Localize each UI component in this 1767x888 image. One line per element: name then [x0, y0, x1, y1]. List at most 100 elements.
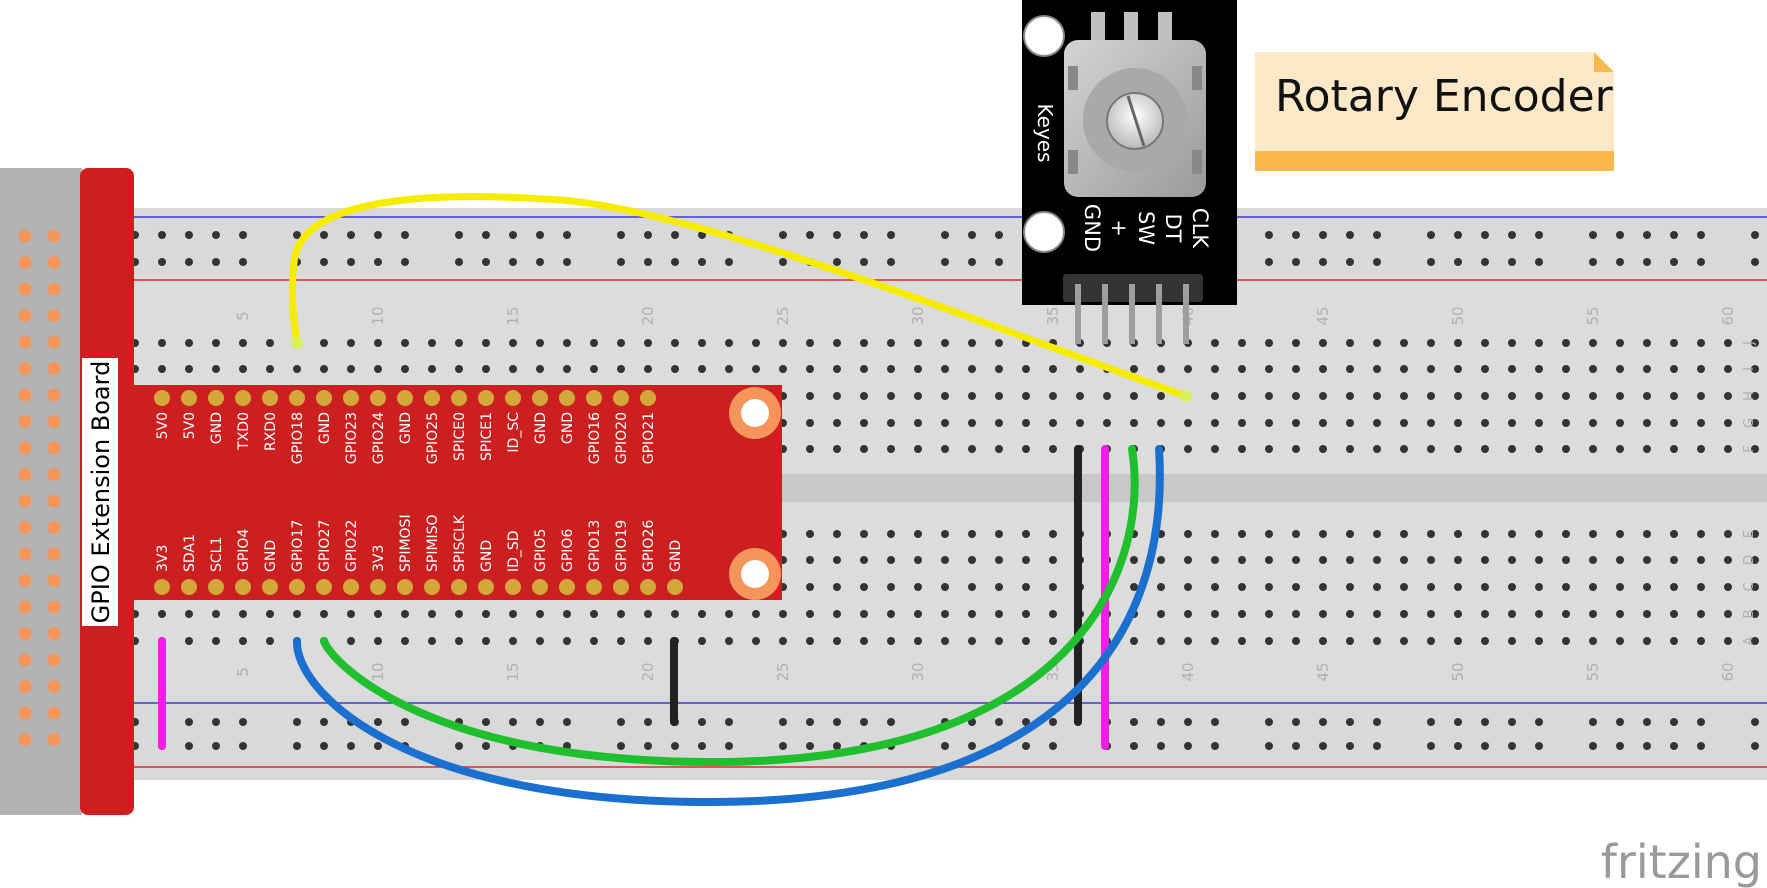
breadboard-hole [1346, 610, 1354, 618]
rail-hole [509, 718, 517, 726]
pin-label: GND [398, 412, 414, 444]
header-pin [18, 733, 32, 746]
breadboard-hole [1535, 530, 1543, 538]
breadboard-hole [1022, 556, 1030, 564]
header-pin [47, 547, 61, 561]
breadboard-hole [1589, 365, 1597, 373]
breadboard-hole [428, 637, 436, 645]
rail-hole [887, 718, 895, 726]
breadboard-hole [1616, 637, 1624, 645]
breadboard-hole [1751, 339, 1759, 347]
rail-hole [1643, 231, 1651, 239]
rail-hole [806, 231, 814, 239]
rail-hole [644, 258, 652, 266]
dt-wire[interactable] [292, 445, 1164, 807]
breadboard-hole [1481, 339, 1489, 347]
breadboard-hole [1130, 419, 1138, 427]
breadboard-hole [1049, 365, 1057, 373]
breadboard-hole [1643, 365, 1651, 373]
breadboard-hole [1724, 610, 1732, 618]
rail-hole [212, 258, 220, 266]
breadboard-hole [1670, 365, 1678, 373]
clk-wire[interactable] [289, 193, 1190, 400]
cobbler-pin [478, 579, 494, 595]
rail-hole [455, 742, 463, 750]
rail-hole [374, 258, 382, 266]
pin-label: SPIMISO [425, 514, 441, 572]
breadboard-hole [1697, 339, 1705, 347]
cobbler-pin [262, 390, 278, 406]
breadboard-hole [563, 365, 571, 373]
breadboard-hole [1346, 392, 1354, 400]
rail-hole [887, 231, 895, 239]
breadboard-hole [1292, 365, 1300, 373]
fritzing-watermark: fritzing [1601, 835, 1762, 888]
breadboard-hole [1562, 556, 1570, 564]
breadboard-hole [1697, 610, 1705, 618]
module-pin [1102, 284, 1108, 344]
breadboard-hole [725, 610, 733, 618]
breadboard-hole [536, 365, 544, 373]
rail-hole [320, 718, 328, 726]
cobbler-pin [316, 390, 332, 406]
breadboard-hole [1589, 610, 1597, 618]
module-pin-label: SW [1134, 211, 1158, 245]
header-pin [47, 600, 61, 614]
rail-hole [1049, 742, 1057, 750]
rail-hole [1508, 718, 1516, 726]
cobbler-pin [370, 390, 386, 406]
breadboard-hole [1292, 445, 1300, 453]
header-pin [47, 468, 61, 481]
rail-hole [320, 231, 328, 239]
column-number: 55 [1584, 662, 1602, 681]
breadboard-hole [1751, 365, 1759, 373]
rail-hole [671, 231, 679, 239]
breadboard-hole [1022, 365, 1030, 373]
pin-label: GND [479, 540, 495, 572]
sw-wire[interactable] [320, 445, 1139, 767]
column-number: 30 [909, 662, 927, 681]
breadboard-hole [833, 637, 841, 645]
header-pin [47, 282, 61, 296]
cobbler-pin [640, 390, 656, 406]
breadboard-hole [968, 637, 976, 645]
breadboard-hole [1022, 610, 1030, 618]
breadboard-hole [1238, 419, 1246, 427]
pin-label: RXD0 [263, 412, 279, 451]
extension-board-title: GPIO Extension Board [87, 361, 115, 624]
rail-hole [1319, 258, 1327, 266]
header-pin [47, 680, 61, 693]
breadboard-hole [1319, 419, 1327, 427]
breadboard-hole [1157, 610, 1165, 618]
breadboard-hole [1643, 445, 1651, 453]
rail-hole [617, 231, 625, 239]
breadboard-hole [1400, 530, 1408, 538]
breadboard-hole [860, 339, 868, 347]
breadboard-hole [1238, 637, 1246, 645]
breadboard-hole [158, 365, 166, 373]
breadboard-hole [1670, 637, 1678, 645]
breadboard-hole [1319, 610, 1327, 618]
breadboard-hole [1238, 365, 1246, 373]
breadboard-hole [833, 365, 841, 373]
rail-hole [239, 258, 247, 266]
breadboard-hole [617, 637, 625, 645]
pin-label: GND [560, 412, 576, 444]
breadboard-hole [941, 530, 949, 538]
breadboard-hole [239, 610, 247, 618]
breadboard-hole [1616, 556, 1624, 564]
breadboard-hole [455, 365, 463, 373]
rail-hole [644, 231, 652, 239]
column-number: 35 [1044, 306, 1062, 325]
breadboard-hole [1481, 365, 1489, 373]
breadboard-hole [1670, 530, 1678, 538]
breadboard-hole [833, 392, 841, 400]
breadboard-hole [1535, 637, 1543, 645]
breadboard-hole [914, 445, 922, 453]
breadboard-hole [968, 365, 976, 373]
breadboard-hole [995, 445, 1003, 453]
breadboard-hole [1427, 583, 1435, 591]
breadboard-hole [1211, 610, 1219, 618]
breadboard-hole [887, 637, 895, 645]
breadboard-hole [1346, 339, 1354, 347]
